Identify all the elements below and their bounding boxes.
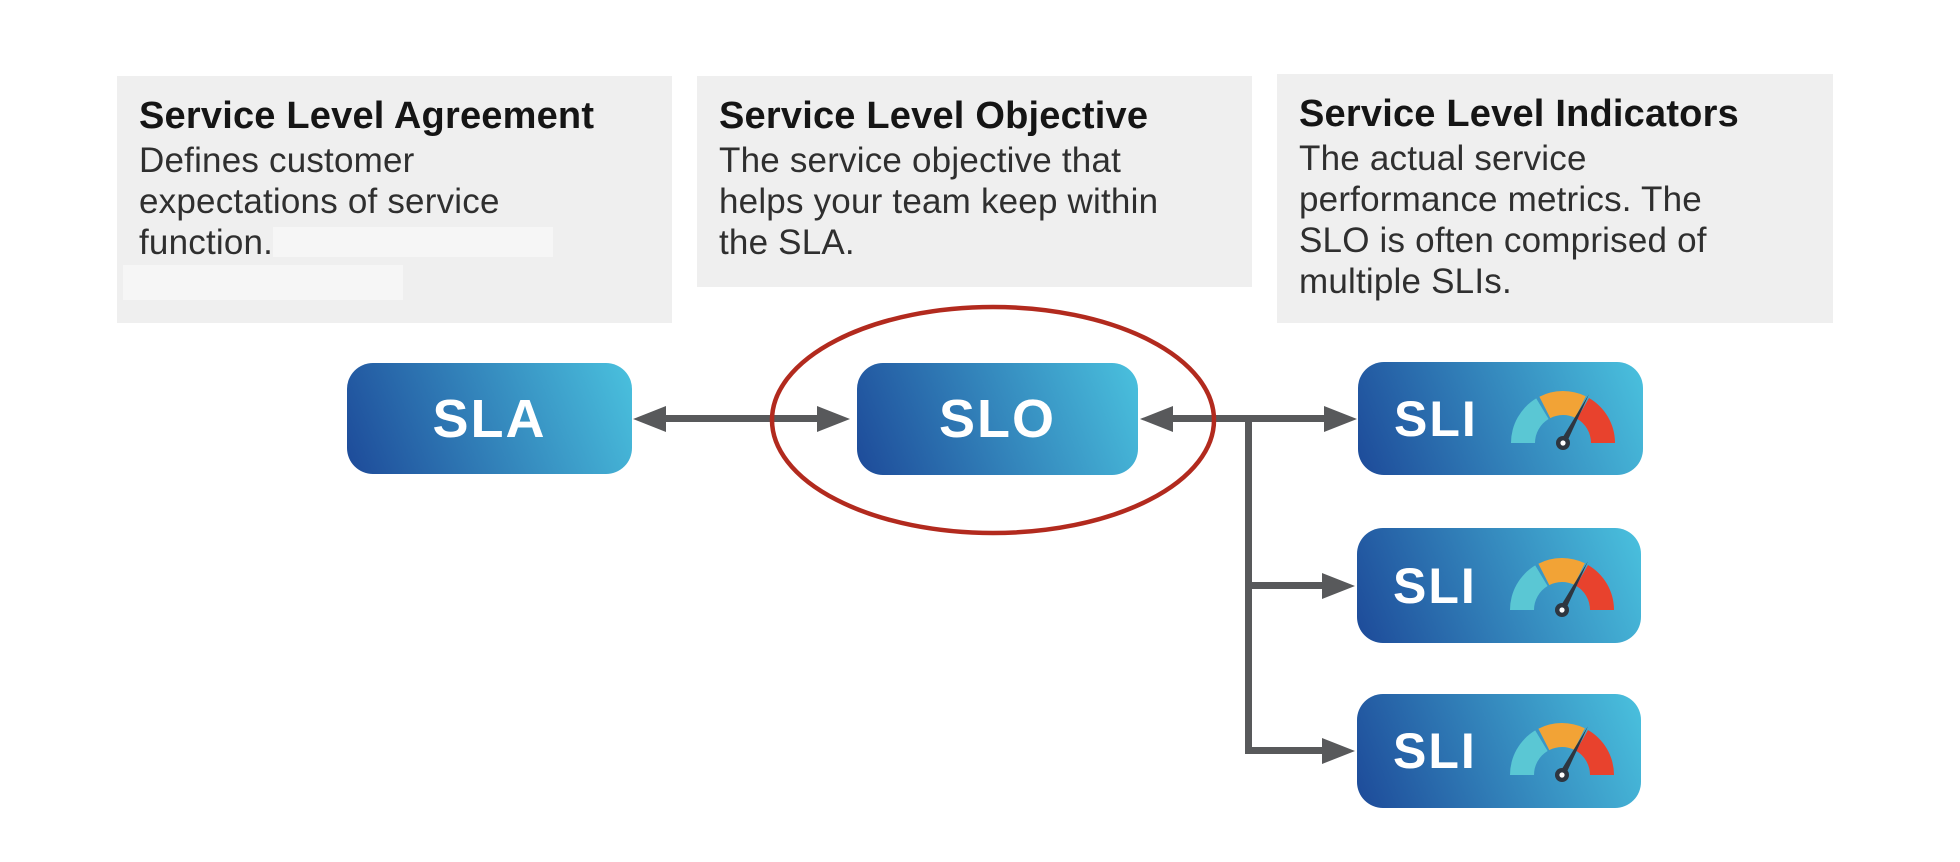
card-body-line: The actual service — [1299, 139, 1587, 178]
node-slo: SLO — [857, 363, 1138, 475]
node-sli-2: SLI — [1357, 528, 1641, 643]
card-body-line: Defines customer — [139, 141, 415, 180]
card-title: Service Level Agreement — [139, 95, 595, 137]
connector-branch-sli-3 — [1245, 747, 1330, 754]
card-title: Service Level Objective — [719, 95, 1149, 137]
arrowhead-right-icon — [1322, 573, 1355, 599]
card-body-line: multiple SLIs. — [1299, 262, 1512, 301]
node-sli-3: SLI — [1357, 694, 1641, 808]
node-label: SLO — [938, 389, 1056, 449]
node-label: SLI — [1394, 390, 1478, 447]
node-label: SLI — [1393, 723, 1477, 779]
redacted-text-block — [273, 227, 553, 257]
node-sli-1: SLI — [1358, 362, 1643, 475]
card-body-line: the SLA. — [719, 223, 855, 262]
card-body-line: expectations of service — [139, 182, 500, 221]
card-body-line: performance metrics. The — [1299, 180, 1702, 219]
connector-sla-slo — [650, 415, 830, 422]
node-label: SLA — [432, 388, 547, 449]
speedometer-gauge-icon — [1509, 557, 1614, 617]
connector-slo-sli — [1155, 415, 1330, 422]
redacted-text-block — [123, 265, 403, 300]
arrowhead-right-icon — [1322, 738, 1355, 764]
card-body-line: The service objective that — [719, 141, 1122, 180]
node-label: SLI — [1393, 557, 1477, 614]
card-service-level-indicators: Service Level Indicators The actual serv… — [1277, 74, 1833, 323]
card-title: Service Level Indicators — [1299, 93, 1739, 135]
arrowhead-left-icon — [633, 406, 666, 432]
speedometer-gauge-icon — [1510, 390, 1615, 450]
node-sla: SLA — [347, 363, 632, 474]
card-body-line: SLO is often comprised of — [1299, 221, 1707, 260]
arrowhead-right-icon — [1324, 406, 1357, 432]
arrowhead-right-icon — [817, 406, 850, 432]
card-service-level-agreement: Service Level Agreement Defines customer… — [117, 76, 672, 323]
speedometer-gauge-icon — [1509, 723, 1614, 782]
connector-branch-sli-2 — [1245, 582, 1330, 589]
card-service-level-objective: Service Level Objective The service obje… — [697, 76, 1252, 287]
arrowhead-left-icon — [1140, 406, 1173, 432]
card-body-line: function. — [139, 223, 274, 262]
card-body-line: helps your team keep within — [719, 182, 1159, 221]
